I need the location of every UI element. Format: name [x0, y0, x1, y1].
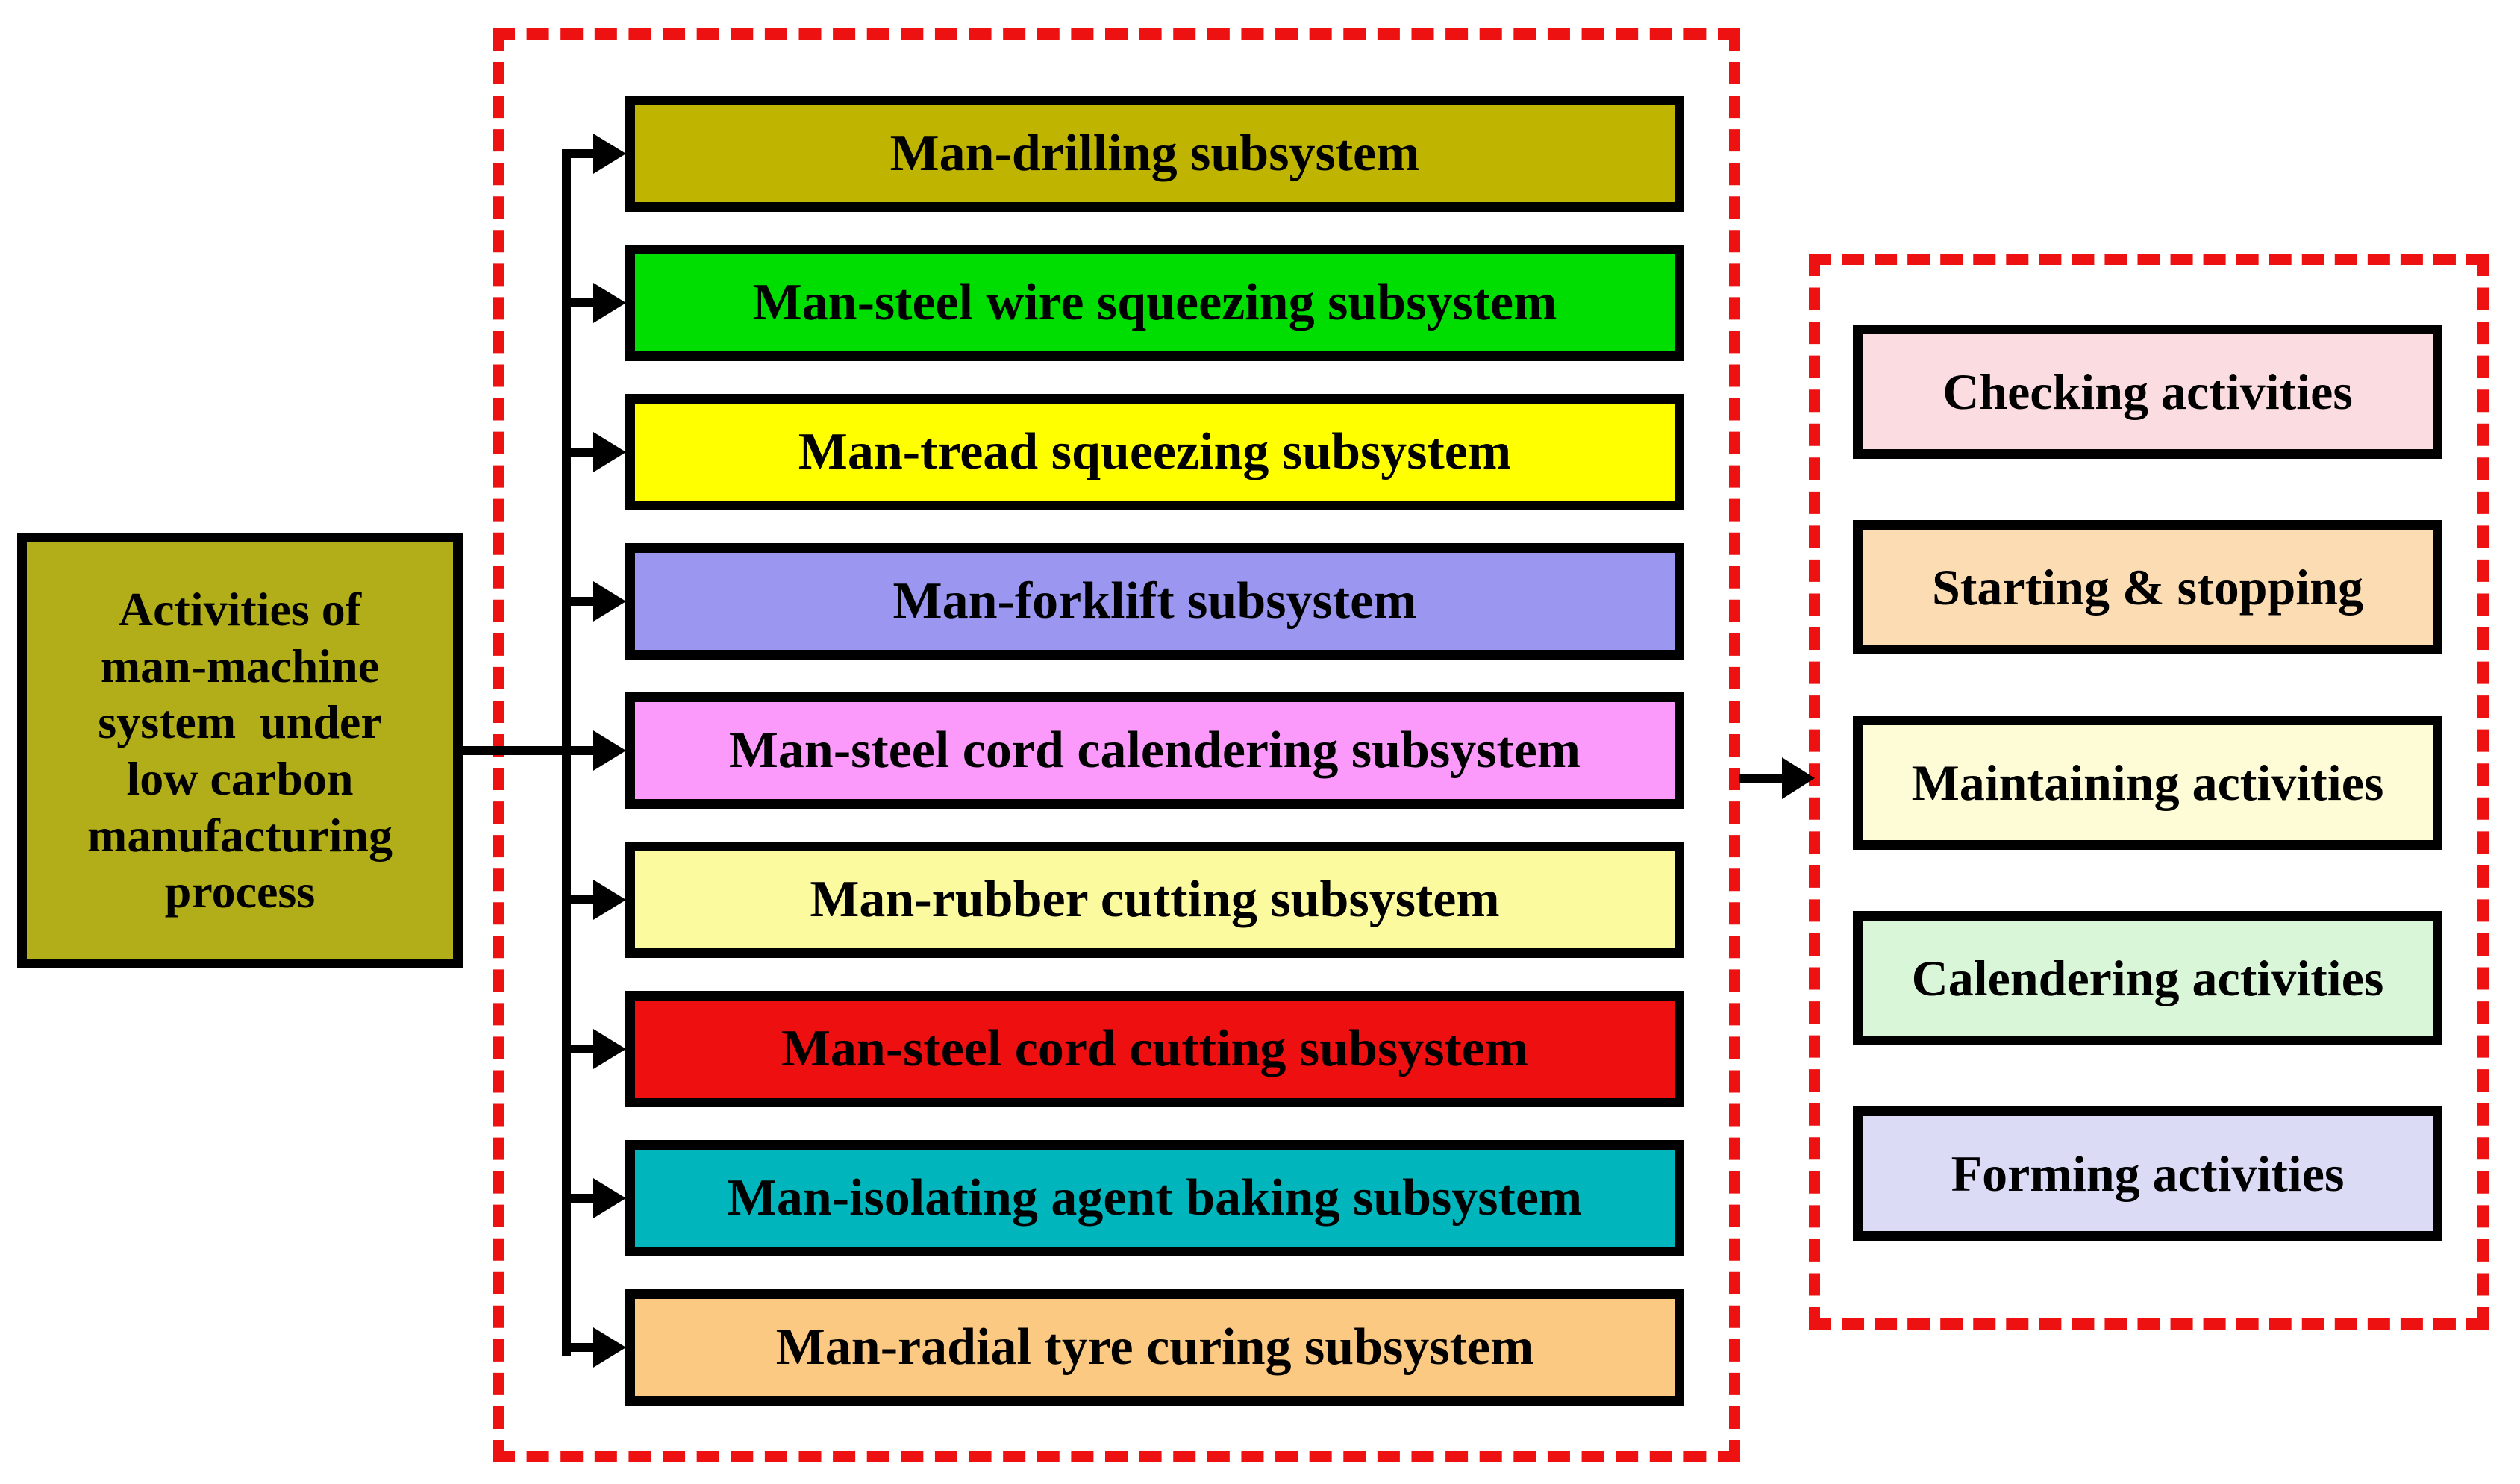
activity-box-forming: Forming activities: [1853, 1106, 2442, 1241]
branch-arrowhead-icon: [593, 283, 626, 323]
branch-line: [562, 746, 598, 755]
branch-arrowhead-icon: [593, 1029, 626, 1069]
activity-label: Maintaining activities: [1911, 754, 2384, 811]
branch-arrowhead-icon: [593, 432, 626, 472]
subsystem-box-man-drilling: Man-drilling subsystem: [625, 96, 1684, 212]
branch-arrowhead-icon: [593, 581, 626, 622]
branch-arrowhead-icon: [593, 1178, 626, 1218]
activity-box-starting-stopping: Starting & stopping: [1853, 520, 2442, 654]
subsystem-box-radial-tyre-curing: Man-radial tyre curing subsystem: [625, 1289, 1684, 1406]
subsystem-box-steel-cord-cutting: Man-steel cord cutting subsystem: [625, 991, 1684, 1107]
activity-label: Starting & stopping: [1931, 558, 2364, 616]
subsystem-box-tread-squeezing: Man-tread squeezing subsystem: [625, 394, 1684, 510]
subsystem-box-forklift: Man-forklift subsystem: [625, 543, 1684, 660]
activity-box-calendering: Calendering activities: [1853, 911, 2442, 1045]
subsystem-box-rubber-cutting: Man-rubber cutting subsystem: [625, 842, 1684, 958]
title-to-trunk-connector: [454, 746, 563, 755]
activity-label: Checking activities: [1942, 363, 2353, 420]
branch-line: [562, 448, 598, 457]
title-box-label: Activities of man-machine system under l…: [87, 583, 393, 918]
subsystem-label: Man-forklift subsystem: [892, 572, 1417, 630]
branch-arrowhead-icon: [593, 880, 626, 920]
branch-arrowhead-icon: [593, 134, 626, 174]
subsystem-label: Man-steel wire squeezing subsystem: [752, 274, 1557, 331]
branch-line: [562, 149, 598, 158]
groups-connector-line: [1739, 774, 1785, 783]
activity-box-maintaining: Maintaining activities: [1853, 716, 2442, 850]
title-box: Activities of man-machine system under l…: [17, 533, 463, 968]
subsystem-box-steel-wire-squeezing: Man-steel wire squeezing subsystem: [625, 245, 1684, 361]
subsystem-label: Man-steel cord calendering subsystem: [728, 721, 1581, 779]
subsystem-box-isolating-agent-baking: Man-isolating agent baking subsystem: [625, 1140, 1684, 1256]
branch-line: [562, 597, 598, 606]
branch-line: [562, 1045, 598, 1053]
subsystem-label: Man-rubber cutting subsystem: [810, 871, 1500, 928]
subsystem-label: Man-radial tyre curing subsystem: [775, 1318, 1534, 1376]
branch-line: [562, 1343, 598, 1352]
activity-label: Forming activities: [1951, 1145, 2345, 1202]
branch-line: [562, 1194, 598, 1203]
subsystem-label: Man-isolating agent baking subsystem: [727, 1169, 1583, 1227]
branch-arrowhead-icon: [593, 1327, 626, 1368]
branch-line: [562, 895, 598, 904]
subsystem-label: Man-tread squeezing subsystem: [798, 423, 1512, 480]
subsystem-label: Man-steel cord cutting subsystem: [781, 1020, 1529, 1077]
activity-box-checking: Checking activities: [1853, 325, 2442, 459]
groups-arrowhead-icon: [1782, 757, 1815, 799]
subsystems-group-border: [493, 28, 1740, 1462]
branch-arrowhead-icon: [593, 730, 626, 771]
activity-label: Calendering activities: [1911, 949, 2384, 1006]
subsystem-box-steel-cord-calendering: Man-steel cord calendering subsystem: [625, 692, 1684, 809]
branch-line: [562, 298, 598, 307]
subsystem-label: Man-drilling subsystem: [889, 125, 1420, 182]
